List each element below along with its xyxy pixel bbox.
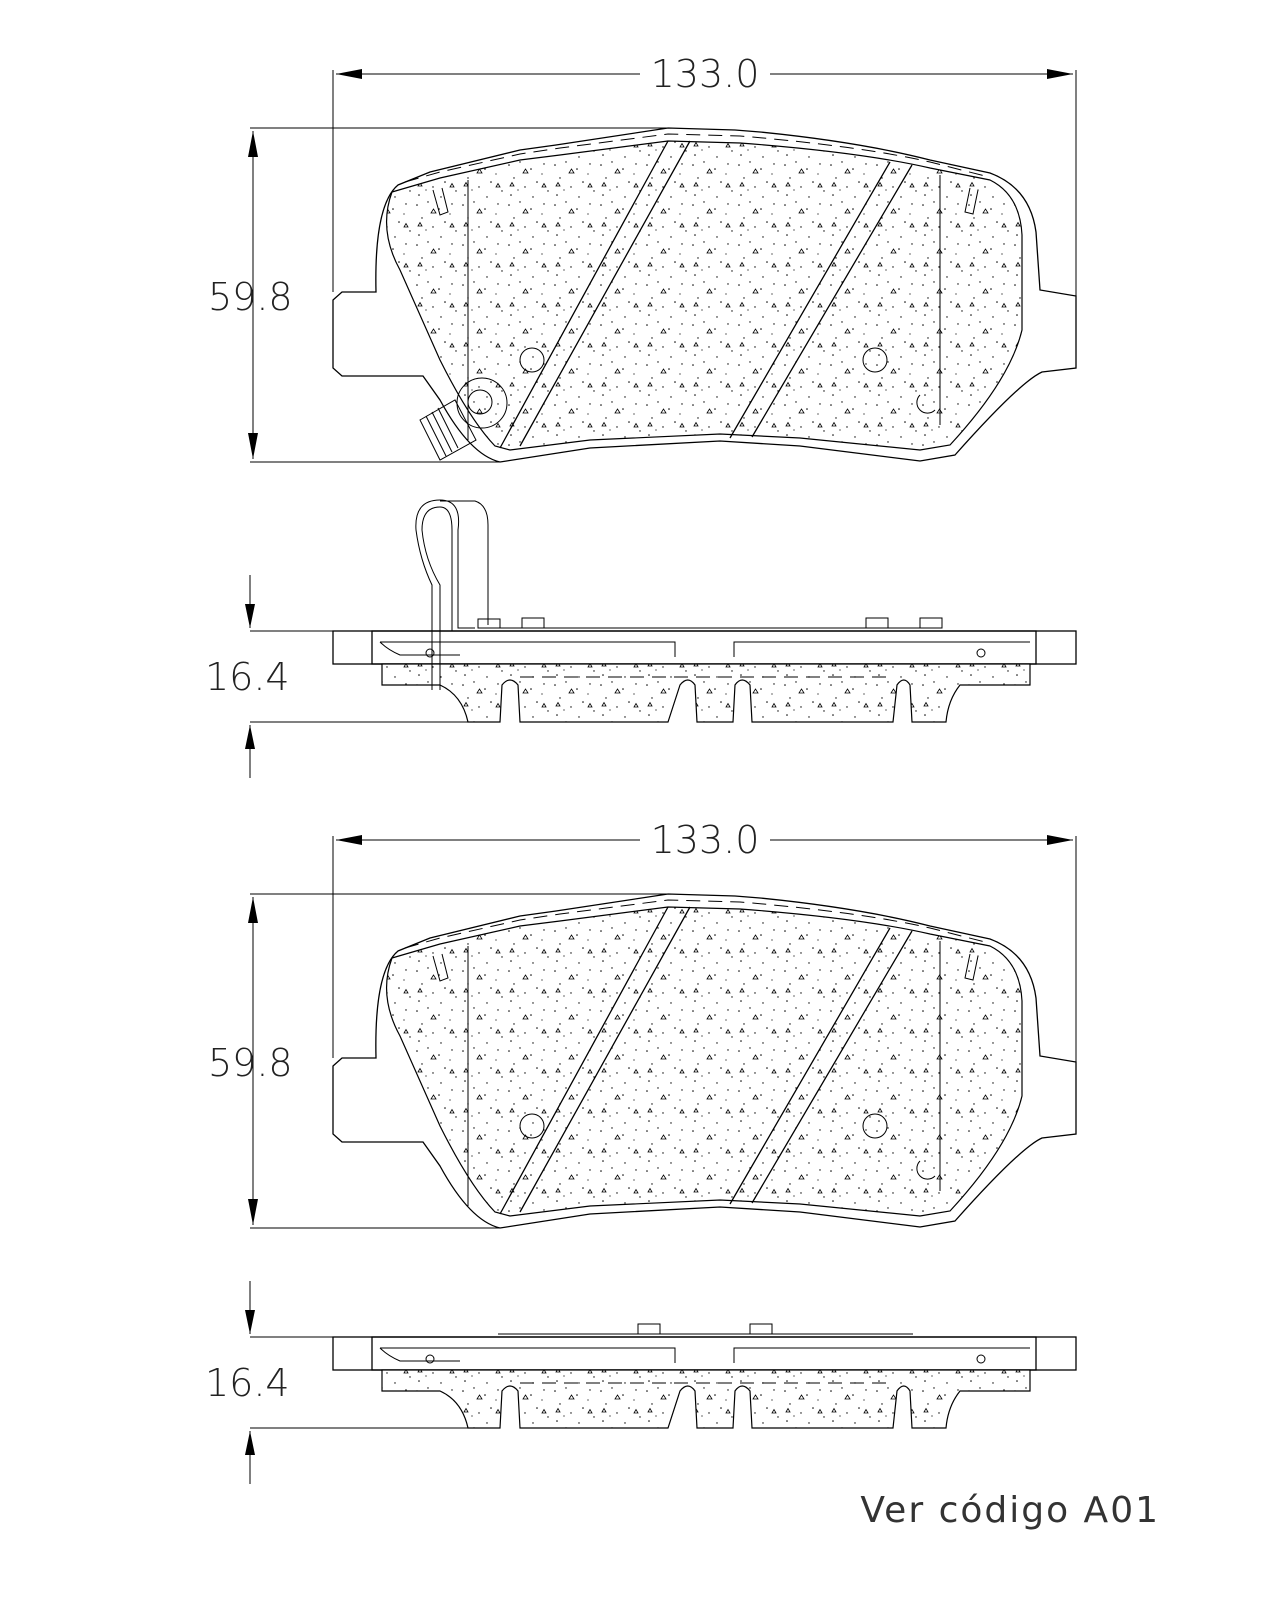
reference-note: Ver código A01 [860, 1490, 1160, 1531]
front-view-1: 133.0 59.8 [208, 52, 1077, 463]
side-view-1: 16.4 [205, 499, 1077, 778]
thickness-dimension: 16.4 [205, 655, 290, 699]
front-view-2 [332, 893, 1077, 1229]
height-dimension: 59.8 [208, 275, 293, 319]
thickness-dimension: 16.4 [205, 1361, 290, 1405]
front-view-2-dimensions: 133.0 59.8 [208, 818, 1077, 1229]
side-view-2: 16.4 [205, 1281, 1077, 1484]
height-dimension: 59.8 [208, 1041, 293, 1085]
wear-sensor [419, 377, 508, 461]
width-dimension: 133.0 [651, 818, 760, 862]
wear-sensor-clip [415, 499, 943, 690]
width-dimension: 133.0 [651, 52, 760, 96]
